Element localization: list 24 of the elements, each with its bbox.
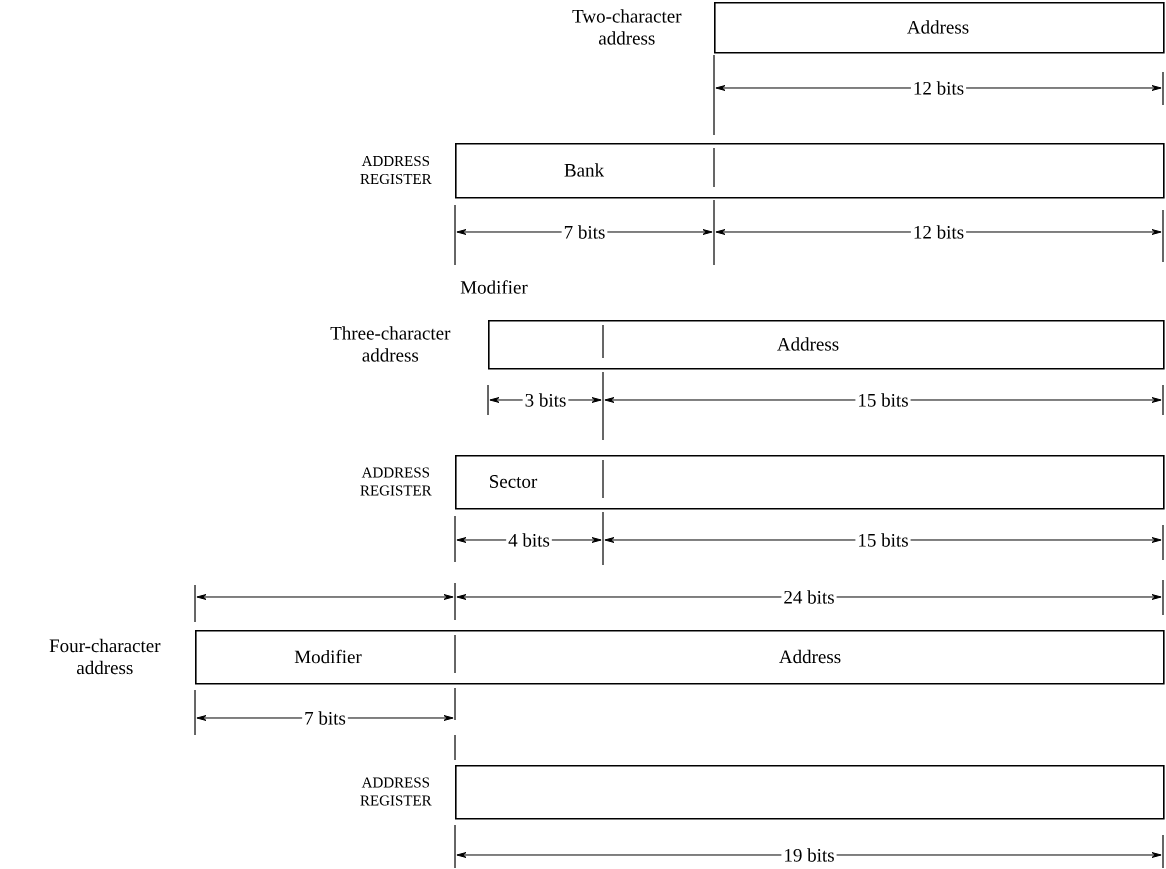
register-box: Address: [714, 2, 1165, 54]
dimension-label: 7 bits: [561, 224, 608, 240]
register-box: Bank: [455, 143, 1165, 199]
dimension-label: 15 bits: [855, 392, 911, 408]
node-label: Address: [779, 649, 841, 664]
field-label: Modifier: [460, 280, 528, 294]
node-label: Modifier: [294, 649, 362, 664]
register-box: Sector: [455, 455, 1165, 510]
register-label: Two-character address: [572, 9, 682, 45]
register-label: Three-character address: [330, 326, 451, 362]
dimension-label: 19 bits: [781, 847, 837, 863]
register-box: Modifier Address: [195, 630, 1165, 685]
register-label: Four-character address: [49, 638, 161, 675]
dimension-label: 12 bits: [910, 80, 967, 96]
dimension-label: 3 bits: [522, 392, 569, 408]
dimension-label: 15 bits: [855, 532, 911, 548]
dimension-label: 4 bits: [506, 532, 552, 548]
register-box: Address: [488, 320, 1165, 370]
register-label: ADDRESS REGISTER: [360, 777, 432, 806]
dimension-label: 12 bits: [910, 224, 967, 240]
dimension-label: 7 bits: [302, 710, 348, 726]
register-label: ADDRESS REGISTER: [360, 155, 432, 185]
dimension-label: 24 bits: [781, 589, 837, 605]
register-label: ADDRESS REGISTER: [360, 467, 432, 496]
